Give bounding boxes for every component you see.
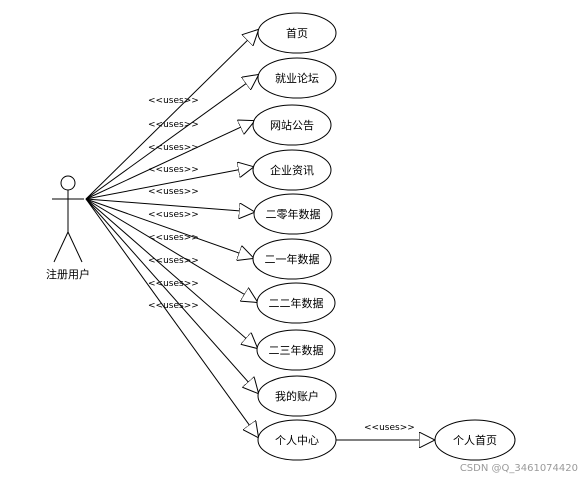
use-case-label: 首页 <box>286 26 308 40</box>
use-case-data-2020[interactable]: 二零年数据 <box>253 193 333 235</box>
uses-labels: <<uses>> <<uses>> <<uses>> <<uses>> <<us… <box>148 96 415 433</box>
actor-head <box>60 175 76 191</box>
use-case-my-account[interactable]: 我的账户 <box>257 375 337 417</box>
use-case-job-forum[interactable]: 就业论坛 <box>257 57 337 99</box>
use-case-data-2023[interactable]: 二三年数据 <box>256 329 336 371</box>
use-case-data-2021[interactable]: 二一年数据 <box>252 238 332 280</box>
association-arrow <box>85 121 254 200</box>
use-case-site-notice[interactable]: 网站公告 <box>252 104 332 146</box>
uses-label: <<uses>> <box>148 165 199 175</box>
uses-label: <<uses>> <box>148 233 199 243</box>
uses-label: <<uses>> <box>148 187 199 197</box>
watermark: CSDN @Q_3461074420 <box>460 463 578 474</box>
actor-name: 注册用户 <box>46 267 90 281</box>
use-case-personal-home[interactable]: 个人首页 <box>434 419 516 461</box>
association-arrow <box>85 167 253 200</box>
use-case-label: 个人首页 <box>453 433 497 447</box>
use-case-label: 企业资讯 <box>270 163 314 177</box>
association-arrow <box>85 198 257 302</box>
uses-label: <<uses>> <box>148 210 199 220</box>
use-case-label: 我的账户 <box>275 389 319 403</box>
use-case-group: 首页 就业论坛 网站公告 企业资讯 二零年数据 二一年数据 二二年数据 二三年 <box>252 12 516 461</box>
uses-label: <<uses>> <box>148 96 199 106</box>
use-case-label: 二零年数据 <box>266 207 321 221</box>
use-case-label: 二一年数据 <box>265 252 320 266</box>
actor-figure <box>52 175 84 263</box>
association-lines <box>85 30 434 440</box>
association-arrow <box>85 198 258 393</box>
use-case-data-2022[interactable]: 二二年数据 <box>256 282 336 324</box>
actor-left-leg <box>53 231 69 263</box>
actor-right-leg <box>67 231 83 263</box>
association-arrow <box>85 198 258 437</box>
uses-label: <<uses>> <box>148 143 199 153</box>
use-case-home[interactable]: 首页 <box>257 12 337 54</box>
use-case-label: 二三年数据 <box>269 343 324 357</box>
uses-label: <<uses>> <box>364 423 415 433</box>
association-arrow <box>85 30 258 200</box>
uses-label: <<uses>> <box>148 120 199 130</box>
use-case-label: 网站公告 <box>270 118 314 132</box>
use-case-label: 个人中心 <box>275 434 319 447</box>
uses-label: <<uses>> <box>148 256 199 266</box>
use-case-company-news[interactable]: 企业资讯 <box>252 149 332 191</box>
association-arrow <box>85 198 253 258</box>
use-case-label: 二二年数据 <box>269 296 324 310</box>
association-arrow <box>85 198 257 348</box>
use-case-label: 就业论坛 <box>275 71 319 85</box>
association-arrow <box>85 75 258 200</box>
use-case-personal-center[interactable]: 个人中心 <box>257 419 337 461</box>
uses-label: <<uses>> <box>148 301 199 311</box>
uses-label: <<uses>> <box>148 279 199 289</box>
association-arrow <box>85 198 254 212</box>
